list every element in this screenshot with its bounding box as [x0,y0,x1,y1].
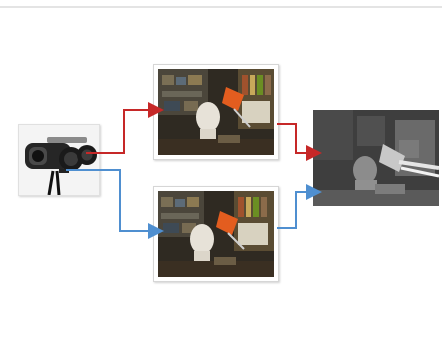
stereo-camera-icon [19,125,99,195]
left-image-node [153,64,279,160]
right-image-node [153,186,279,282]
top-divider [0,6,442,8]
scene-photo-right [158,191,274,277]
edge-right-to-depth [277,184,322,229]
edge-left-to-depth [277,123,322,161]
disparity-map [313,110,439,206]
depth-map-node [313,110,439,206]
scene-photo-left [158,69,274,155]
stereo-camera-node [18,124,100,196]
